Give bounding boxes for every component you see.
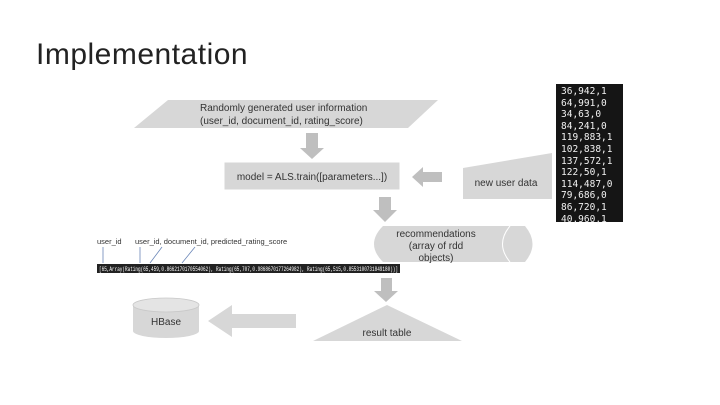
new-user-data-shape <box>463 153 552 199</box>
model-label: model = ALS.train([parameters...]) <box>237 172 387 183</box>
code-line-strip <box>97 264 400 273</box>
left-arrow-hbase <box>208 305 296 337</box>
hbase-cylinder <box>132 297 200 338</box>
panel-line: 86,720,1 <box>561 201 607 213</box>
recommendations-shape <box>374 226 533 262</box>
input-parallelogram <box>134 100 438 128</box>
down-arrow-2 <box>373 197 397 222</box>
slide-title: Implementation <box>36 38 249 71</box>
input-line2: (user_id, document_id, rating_score) <box>200 116 363 127</box>
panel-line: 137,572,1 <box>561 155 613 167</box>
down-arrow-3 <box>374 278 398 302</box>
panel-line: 64,991,0 <box>561 97 607 109</box>
code-line-text: [65,Array(Rating(65,459,0.86621701705540… <box>99 266 398 273</box>
result-table-shape <box>313 305 462 341</box>
panel-line: 79,686,0 <box>561 190 607 202</box>
recommendations-line2: (array of rdd <box>409 241 463 252</box>
input-line1: Randomly generated user information <box>200 103 367 114</box>
annotation-fields: user_id, document_id, predicted_rating_s… <box>135 237 287 246</box>
model-box <box>223 161 401 191</box>
down-arrow-1 <box>300 133 324 159</box>
panel-line: 36,942,1 <box>561 86 607 97</box>
panel-line: 34,63,0 <box>561 109 602 121</box>
panel-line: 102,838,1 <box>561 143 613 155</box>
result-table-label: result table <box>363 328 412 339</box>
panel-line: 40,960,1 <box>561 213 607 225</box>
annotation-user-id: user_id <box>97 237 122 246</box>
panel-line: 114,487,0 <box>561 178 613 190</box>
panel-line: 119,883,1 <box>561 132 613 144</box>
recommendations-line1: recommendations <box>396 229 475 240</box>
left-arrow-new-user <box>412 167 442 187</box>
new-user-label: new user data <box>475 178 538 189</box>
recommendations-line3: objects) <box>418 253 453 264</box>
panel-line: 122,50,1 <box>561 167 607 179</box>
panel-line: 84,241,0 <box>561 120 607 132</box>
new-user-data-panel: 36,942,1 64,991,0 34,63,0 84,241,0 119,8… <box>556 84 623 225</box>
hbase-label: HBase <box>151 317 181 328</box>
